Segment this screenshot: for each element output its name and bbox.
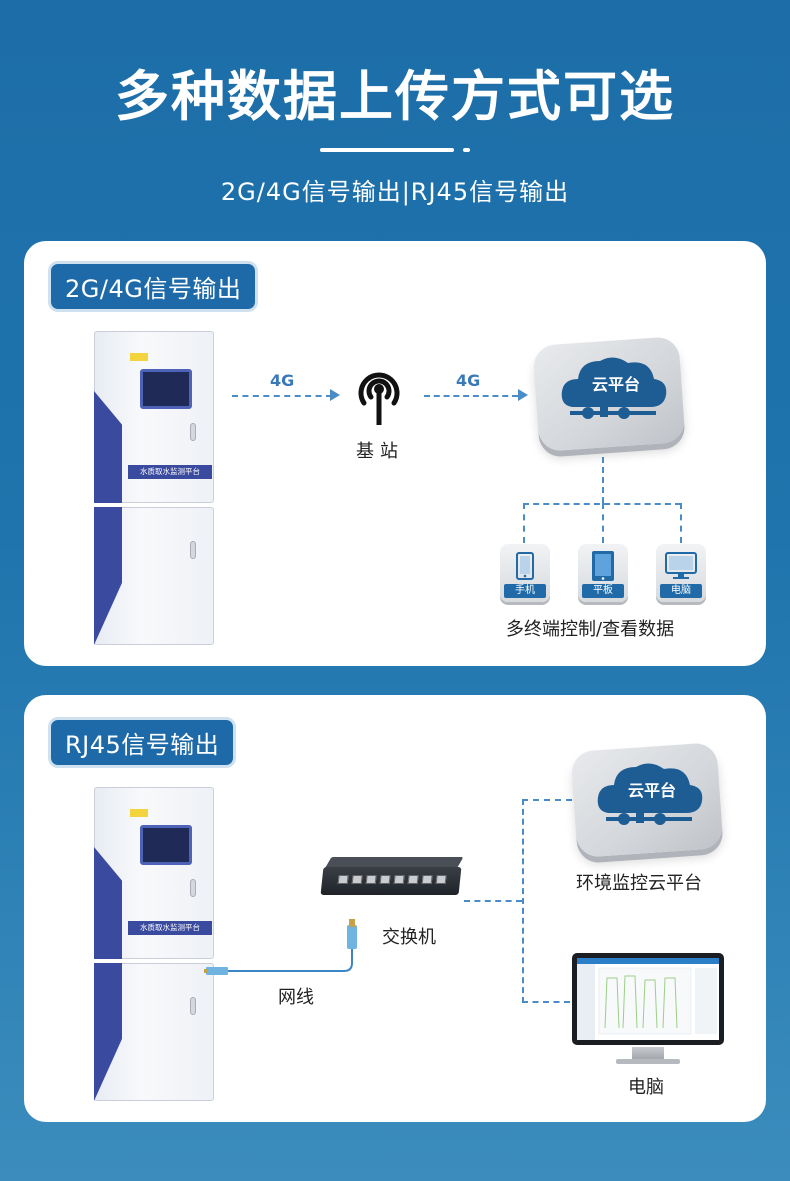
title-underline-dot (463, 148, 470, 152)
cabinet-label: 水质取水监测平台 (128, 921, 212, 935)
tablet-icon (592, 551, 614, 581)
device-tile-tablet: 平板 (578, 544, 628, 602)
switch-label: 交换机 (382, 927, 436, 948)
cloud-icon (597, 763, 703, 825)
dashed-arrow-line (232, 395, 332, 397)
monitor-screen (577, 958, 719, 1040)
desktop-icon (665, 552, 697, 579)
dashed-connector (464, 900, 522, 902)
dashed-connector (523, 503, 525, 543)
monitor-base (616, 1059, 680, 1064)
cloud-label: 云平台 (592, 375, 641, 394)
network-cable-icon (204, 919, 357, 975)
dashed-connector (680, 503, 682, 543)
dashed-arrow-line (424, 395, 518, 397)
dashed-connector (522, 799, 572, 801)
panel-tag-rj45: RJ45信号输出 (48, 717, 237, 768)
panel-rj45-output: RJ45信号输出 水质取水监测平台 网线 交换机 (24, 695, 766, 1122)
arrow-head (330, 389, 340, 401)
monitor-icon (572, 953, 724, 1045)
dashed-connector (522, 799, 524, 1003)
monitoring-cabinet: 水质取水监测平台 (94, 787, 214, 1103)
door-handle (190, 541, 196, 559)
cabinet-label: 水质取水监测平台 (128, 465, 212, 479)
cloud-caption: 环境监控云平台 (576, 873, 702, 894)
door-handle (190, 423, 196, 441)
arrow-head (518, 389, 528, 401)
cloud-icon (561, 357, 667, 419)
phone-icon (516, 552, 534, 580)
network-switch-icon (320, 867, 462, 895)
cloud-label: 云平台 (628, 781, 677, 800)
cabinet-screen (140, 825, 192, 865)
signal-tower-icon (358, 372, 400, 425)
computer-caption: 电脑 (628, 1077, 664, 1098)
dashed-connector (602, 503, 604, 543)
devices-caption: 多终端控制/查看数据 (506, 619, 675, 640)
door-handle (190, 879, 196, 897)
device-label: 电脑 (660, 584, 702, 598)
monitoring-cabinet: 水质取水监测平台 (94, 331, 214, 647)
warning-sticker (130, 353, 148, 361)
device-tile-desktop: 电脑 (656, 544, 706, 602)
cable-label: 网线 (278, 987, 314, 1008)
warning-sticker (130, 809, 148, 817)
door-handle (190, 997, 196, 1015)
link-label-4g-1: 4G (270, 371, 295, 390)
panel-tag-4g: 2G/4G信号输出 (48, 261, 259, 312)
link-label-4g-2: 4G (456, 371, 481, 390)
cabinet-screen (140, 369, 192, 409)
monitor-stand (632, 1047, 664, 1061)
device-tile-phone: 手机 (500, 544, 550, 602)
title-underline (320, 148, 454, 152)
dashed-connector (602, 457, 604, 503)
device-label: 平板 (582, 584, 624, 598)
device-label: 手机 (504, 584, 546, 598)
dashed-connector (522, 1001, 570, 1003)
page-title: 多种数据上传方式可选 (115, 65, 675, 128)
page-subtitle: 2G/4G信号输出|RJ45信号输出 (220, 178, 570, 206)
panel-4g-output: 2G/4G信号输出 水质取水监测平台 4G 基站 4G 云平台 手机 (24, 241, 766, 666)
station-label: 基站 (356, 441, 404, 462)
